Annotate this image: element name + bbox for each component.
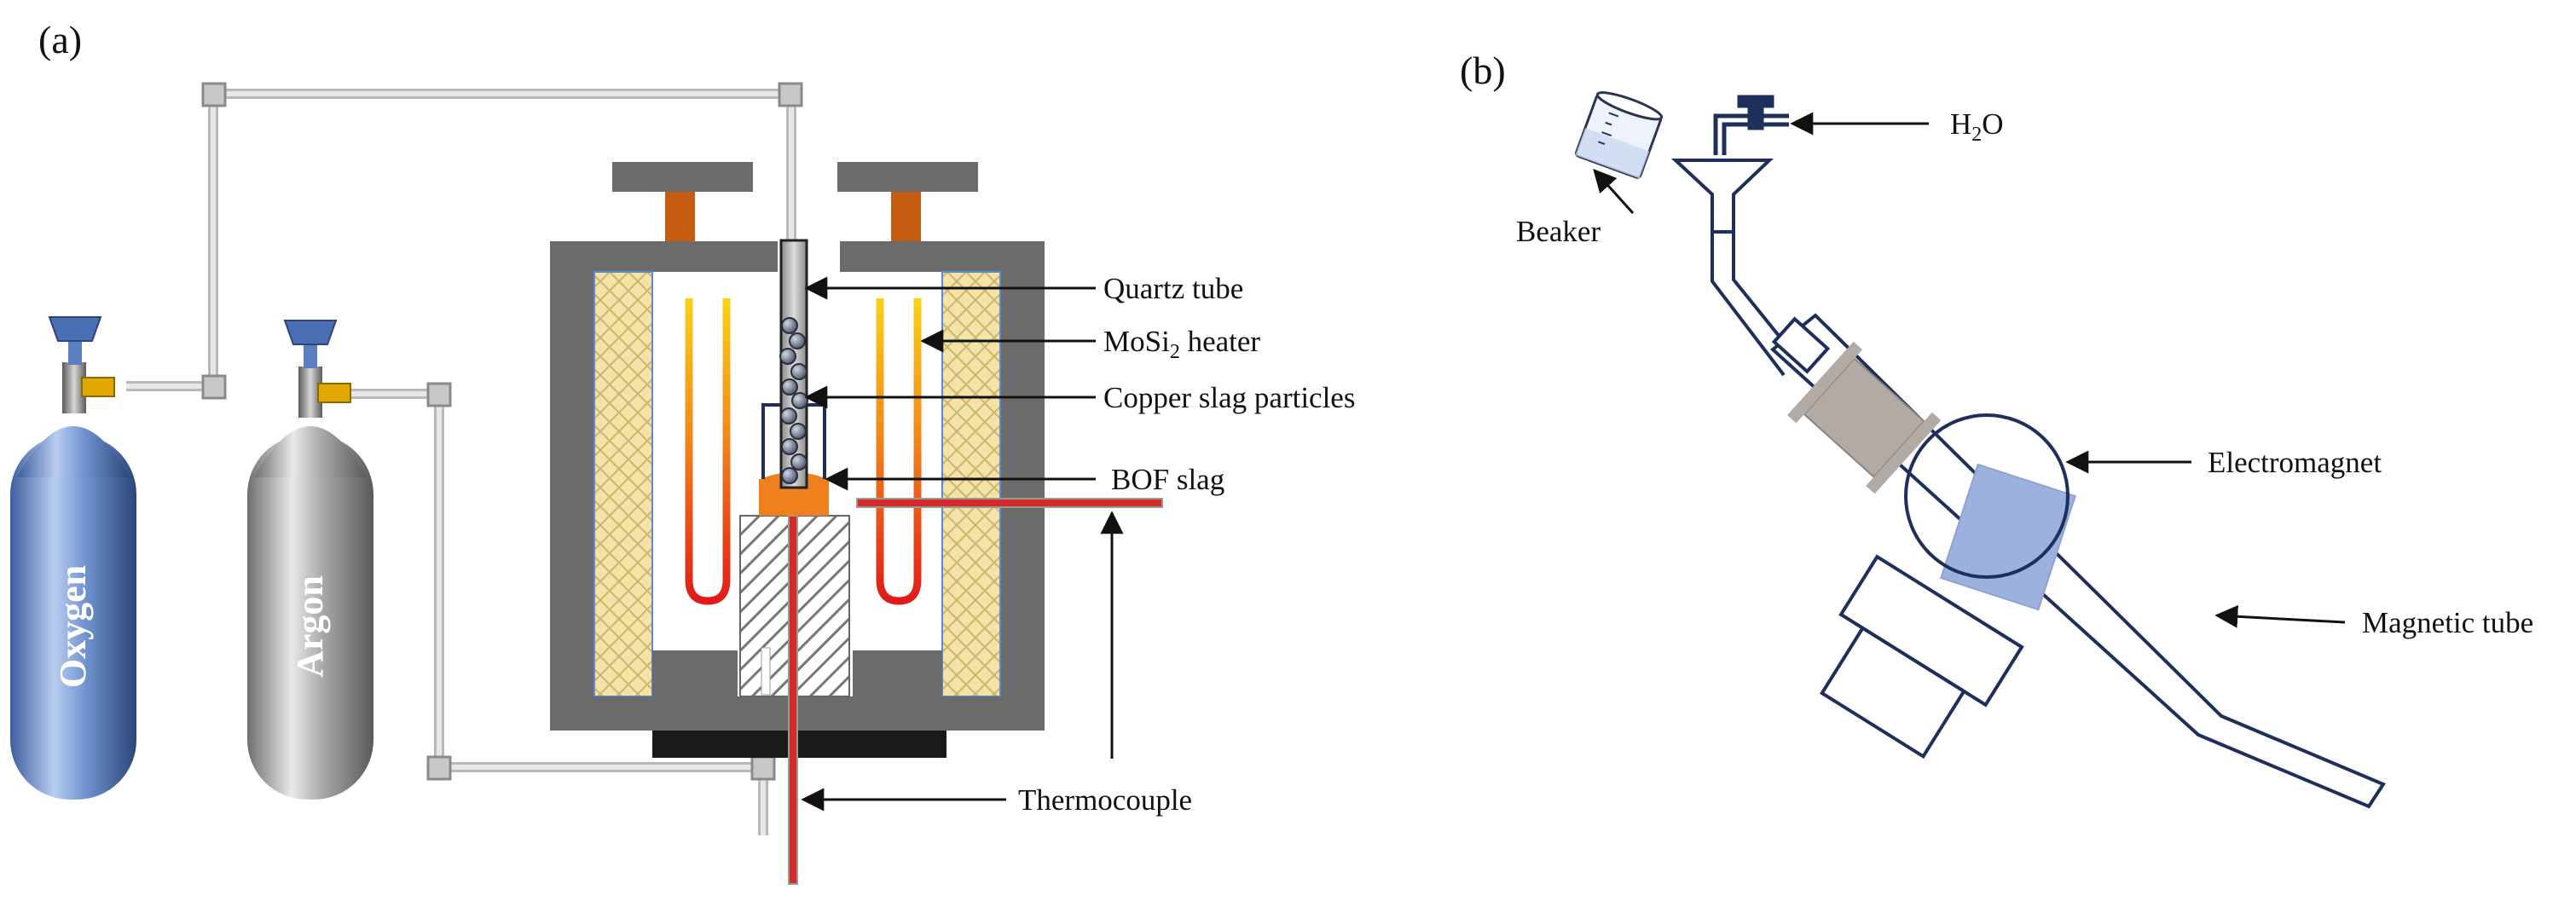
furnace-wall-right	[1000, 272, 1045, 696]
magnetic-tube-assembly	[1670, 159, 2386, 809]
furnace-wall-left	[550, 272, 594, 696]
argon-cylinder: Argon	[247, 320, 373, 800]
label-bof-slag: BOF slag	[1111, 463, 1224, 496]
furnace-stand	[652, 731, 946, 758]
oxygen-cylinder: Oxygen	[10, 316, 136, 800]
label-magnetic-tube: Magnetic tube	[2362, 606, 2533, 639]
furnace	[550, 162, 1163, 885]
lid-left	[550, 241, 778, 272]
lid-stem-left	[665, 192, 695, 243]
label-h2o: H2O	[1950, 107, 2004, 146]
oxygen-label: Oxygen	[52, 565, 94, 688]
thermocouple-probe	[788, 515, 798, 885]
argon-label: Argon	[289, 575, 331, 678]
lid-handle-left	[612, 162, 753, 192]
lid-stem-right	[891, 192, 921, 243]
lid-right	[840, 241, 1045, 272]
tube-liner	[1771, 316, 1831, 374]
label-copper-slag-particles: Copper slag particles	[1103, 381, 1355, 414]
annotation-arrows-b	[1593, 112, 2346, 628]
heater-right	[876, 298, 922, 605]
copper-slag-particles	[779, 317, 808, 484]
tube-coupling	[1787, 341, 1942, 494]
label-mosi2-heater: MoSi2 heater	[1103, 325, 1260, 363]
insulation-left	[593, 271, 653, 697]
annotation-arrows-a	[801, 276, 1124, 811]
insulation-right	[941, 271, 1001, 697]
water-tap	[1713, 95, 1789, 155]
pipe-elbows	[201, 82, 803, 781]
label-electromagnet: Electromagnet	[2208, 446, 2382, 479]
panel-b-label: (b)	[1460, 49, 1506, 92]
panel-a-label: (a)	[38, 18, 82, 61]
electromagnet	[1819, 413, 2076, 759]
beaker	[1575, 91, 1664, 179]
heater-left	[685, 298, 731, 605]
label-thermocouple: Thermocouple	[1018, 783, 1192, 817]
label-quartz-tube: Quartz tube	[1103, 272, 1243, 305]
lid-handle-right	[837, 162, 978, 192]
thermocouple-side	[856, 498, 1163, 508]
label-beaker: Beaker	[1516, 215, 1601, 248]
